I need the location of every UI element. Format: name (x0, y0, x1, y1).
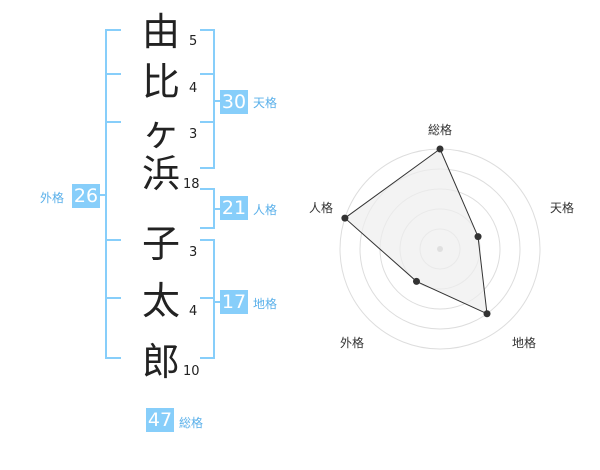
radar-point-tenkaku (474, 233, 482, 241)
radar-value-polygon (344, 148, 488, 315)
name-char-7: 郎 (141, 340, 180, 384)
chikaku-label: 地格 (253, 297, 278, 311)
radar-axis-label-tenkaku: 天格 (550, 201, 575, 215)
stroke-count-6: 4 (189, 304, 198, 319)
tenkaku-value: 30 (220, 90, 248, 114)
chikaku-value: 17 (220, 290, 248, 314)
fortune-radar-chart (339, 145, 541, 350)
radar-axis-label-jinkaku: 人格 (309, 201, 334, 215)
stroke-count-7: 10 (183, 364, 200, 379)
radar-axis-label-chikaku: 地格 (512, 336, 537, 350)
tenkaku-label: 天格 (253, 96, 278, 110)
tenkaku-bracket (200, 29, 215, 169)
gaikaku-bracket (105, 29, 121, 359)
stroke-count-3: 3 (189, 127, 198, 142)
stroke-count-4: 18 (183, 177, 200, 192)
radar-point-chikaku (483, 310, 491, 318)
gaikaku-label: 外格 (40, 191, 65, 205)
soukaku-value: 47 (146, 408, 174, 432)
jinkaku-label: 人格 (253, 203, 278, 217)
radar-point-gaikaku (412, 277, 420, 285)
stroke-count-1: 5 (189, 34, 198, 49)
radar-point-soukaku (436, 145, 444, 153)
radar-axis-label-gaikaku: 外格 (340, 336, 365, 350)
radar-axis-label-soukaku: 総格 (428, 123, 453, 137)
gaikaku-value: 26 (72, 184, 100, 208)
name-char-2: 比 (141, 60, 180, 104)
name-char-1: 由 (141, 10, 180, 54)
stroke-count-2: 4 (189, 81, 198, 96)
jinkaku-bracket (200, 188, 215, 229)
soukaku-label: 総格 (179, 416, 204, 430)
name-char-3: ヶ (141, 110, 180, 154)
jinkaku-value: 21 (220, 196, 248, 220)
name-char-6: 太 (141, 279, 180, 323)
name-char-4: 浜 (141, 152, 180, 196)
radar-point-jinkaku (341, 214, 349, 222)
stroke-count-5: 3 (189, 245, 198, 260)
name-char-5: 子 (141, 222, 180, 266)
